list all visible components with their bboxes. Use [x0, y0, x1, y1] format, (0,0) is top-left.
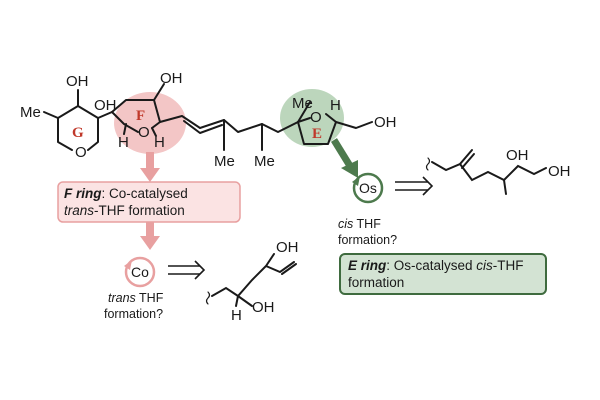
os-cycle-arrowhead [352, 176, 360, 186]
f-box-rest: : Co-catalysed [102, 186, 188, 201]
f-box-line1: F ring: Co-catalysed [64, 186, 188, 201]
atom-me-left: Me [20, 104, 41, 121]
e-box-italic: cis [476, 258, 493, 273]
e-ring-box [339, 253, 547, 295]
atom-o-e: O [310, 109, 322, 126]
ring-label-g: G [72, 125, 84, 141]
atom-me-chain1: Me [214, 153, 235, 170]
atom-o-g: O [75, 144, 87, 161]
co-caption-line2: formation? [104, 307, 163, 321]
atom-labels: Me OH OH O H O H OH Me Me Me H O OH G F … [20, 70, 397, 170]
f-box-arrowhead [140, 236, 160, 250]
co-frag-h: H [231, 307, 242, 324]
atom-me-e: Me [292, 95, 313, 112]
e-ring-arrowhead [341, 160, 358, 178]
co-label: Co [131, 264, 149, 280]
e-box-line1: E ring: Os-catalysed cis-THF [348, 258, 524, 273]
atom-h-f-right: H [154, 134, 165, 151]
molecule-bonds [43, 83, 373, 151]
ring-label-e: E [312, 126, 322, 142]
os-caption-rest: THF [353, 217, 381, 231]
co-caption-italic: trans [108, 291, 136, 305]
f-box-italic: trans [64, 203, 94, 218]
f-box-bold: F ring [64, 186, 102, 201]
co-retro-arrow [168, 260, 206, 280]
e-box-rest: : Os-catalysed [386, 258, 476, 273]
co-frag-oh-bottom: OH [252, 299, 275, 316]
co-caption-line1: trans THF [108, 291, 164, 305]
atom-oh-g-side: OH [94, 97, 117, 114]
f-ring-box [57, 181, 241, 223]
co-caption-rest: THF [136, 291, 164, 305]
e-ring-arrow [331, 138, 353, 168]
e-box-bold: E ring [348, 258, 387, 273]
co-fragment [205, 253, 297, 307]
f-box-line2-rest: -THF formation [94, 203, 185, 218]
f-box-line2: trans-THF formation [64, 203, 185, 218]
os-fragment [425, 149, 547, 195]
f-ring-highlight [114, 92, 186, 154]
atom-h-e: H [330, 97, 341, 114]
atom-me-chain2: Me [254, 153, 275, 170]
atom-oh-end: OH [374, 114, 397, 131]
os-retro-arrow [395, 176, 434, 196]
os-label: Os [359, 180, 377, 196]
os-frag-oh-1: OH [506, 147, 529, 164]
co-cycle-arrowhead [124, 260, 132, 270]
os-cycle [352, 172, 384, 204]
os-caption-line2: formation? [338, 233, 397, 247]
os-frag-oh-2: OH [548, 163, 571, 180]
os-caption-line1: cis THF [338, 217, 381, 231]
e-box-line2: formation [348, 275, 404, 290]
atom-o-f: O [138, 124, 150, 141]
e-box-rest2: -THF [493, 258, 524, 273]
os-caption-italic: cis [338, 217, 353, 231]
co-cycle [124, 256, 156, 288]
atom-oh-f-top: OH [160, 70, 183, 87]
atom-oh-g-top: OH [66, 73, 89, 90]
atom-h-f-left: H [118, 134, 129, 151]
co-frag-oh-top: OH [276, 239, 299, 256]
f-ring-arrowhead [140, 168, 160, 182]
ring-label-f: F [136, 108, 145, 124]
e-ring-highlight [280, 89, 344, 147]
